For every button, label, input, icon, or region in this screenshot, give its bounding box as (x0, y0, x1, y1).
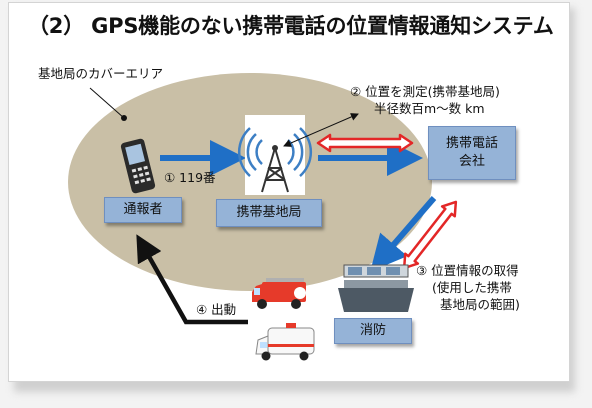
carrier-to-fire-arrow (370, 196, 437, 272)
diagram-title: （2） GPS機能のない携帯電話の位置情報通知システム (28, 14, 554, 38)
coverage-area-label: 基地局のカバーエリア (38, 66, 164, 81)
fire-truck-icon (252, 278, 306, 309)
base-station-tower-icon (237, 115, 313, 195)
carrier-box: 携帯電話 会社 (428, 126, 516, 180)
step-3-label-line2: (使用した携帯 (432, 280, 512, 295)
red-double-arrow-upper (316, 133, 414, 153)
step-2-label-line2: 半径数百m～数 km (374, 101, 485, 116)
red-double-arrow-lower (402, 200, 458, 270)
reporter-box: 通報者 (104, 197, 182, 223)
base-station-box: 携帯基地局 (216, 199, 322, 227)
fire-department-box: 消防 (334, 318, 412, 344)
step-1-label: ① 119番 (164, 170, 216, 185)
measure-arrow (283, 113, 359, 147)
dispatch-console-icon (338, 264, 414, 312)
step-4-label: ④ 出動 (196, 302, 237, 317)
step-3-label-line1: ③ 位置情報の取得 (416, 263, 519, 278)
dispatch-arrow (136, 234, 248, 325)
coverage-leader-dot (121, 115, 127, 121)
ambulance-icon (255, 323, 315, 361)
mobile-phone-icon (120, 138, 156, 194)
step-3-label-line3: 基地局の範囲) (440, 297, 520, 312)
coverage-leader-line (89, 87, 125, 119)
step-2-label-line1: ② 位置を測定(携帯基地局) (350, 84, 500, 99)
